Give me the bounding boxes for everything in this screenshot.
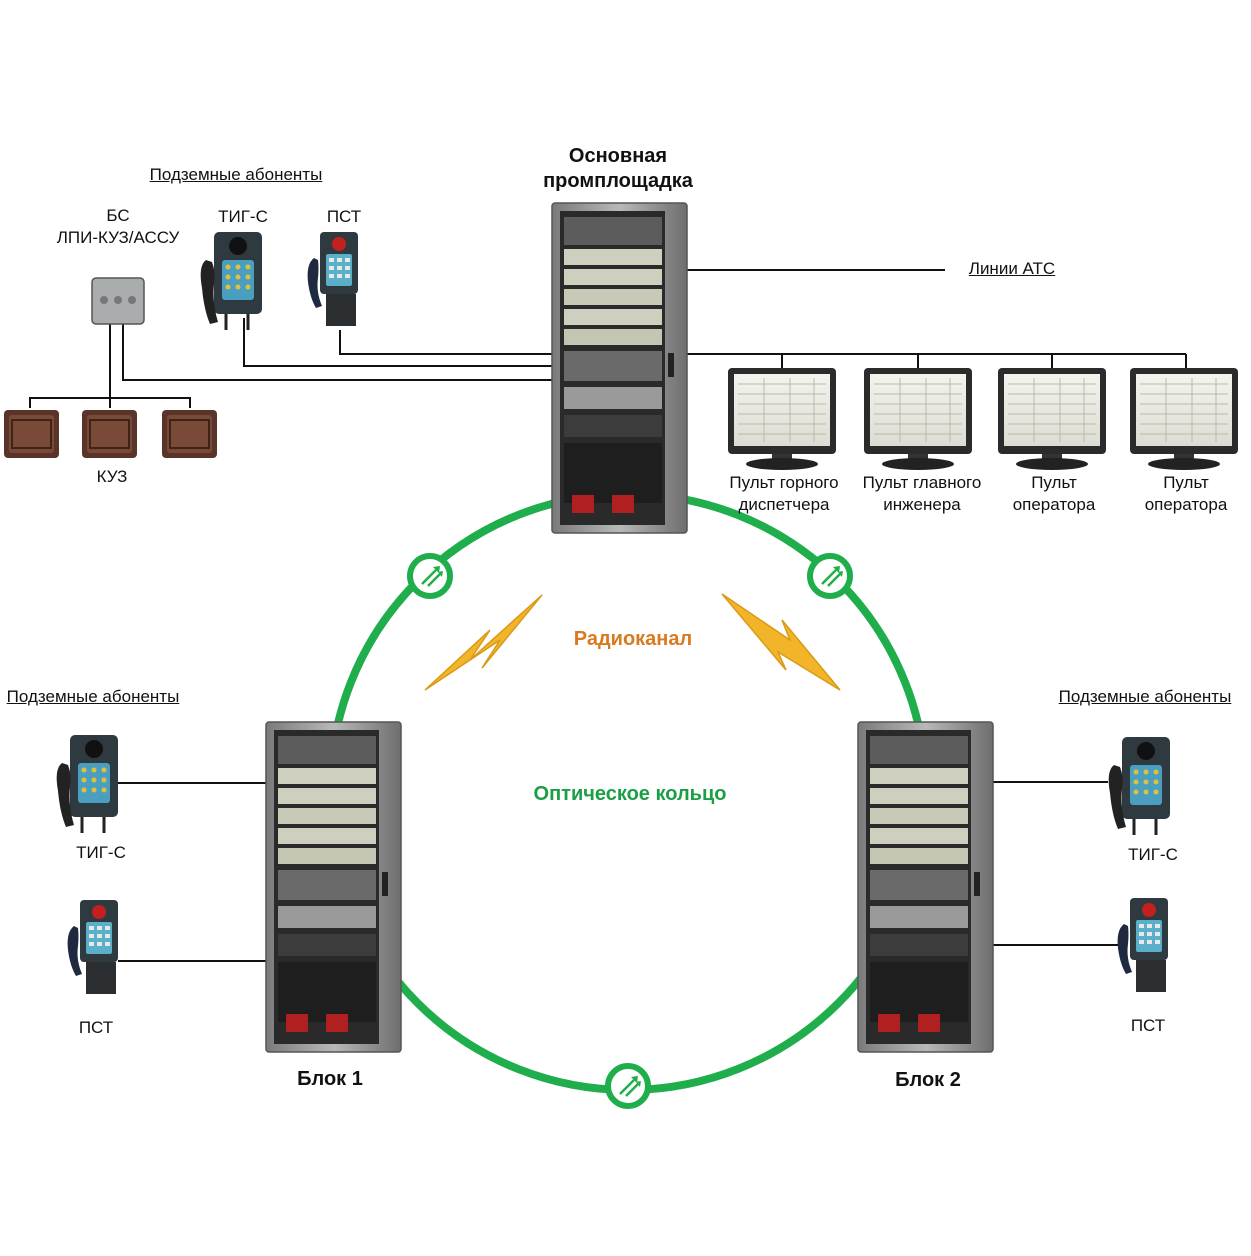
console-monitor-icon	[727, 367, 837, 471]
base-station-icon	[91, 277, 145, 325]
block1-rack-icon	[265, 721, 402, 1053]
connection-lines	[29, 269, 1187, 962]
top-left-header: Подземные абоненты	[149, 165, 323, 184]
tig-label-top: ТИГ-С	[218, 207, 268, 226]
kuz-box-icon	[3, 409, 60, 459]
atc-lines-label: Линии АТС	[968, 259, 1056, 278]
block2-label: Блок 2	[895, 1069, 961, 1091]
console-label-line2: инженера	[883, 495, 961, 514]
console-label-line2: оператора	[1012, 495, 1096, 514]
bs-label: БС ЛПИ-КУЗ/АССУ	[48, 205, 188, 249]
phone-pst-icon	[1117, 898, 1168, 992]
pst-label-right: ПСТ	[1130, 1016, 1166, 1035]
antenna-node-icon	[810, 556, 850, 596]
antenna-node-icon	[608, 1066, 648, 1106]
tig-label-right: ТИГ-С	[1128, 845, 1178, 864]
console-label-line2: диспетчера	[738, 495, 830, 514]
bs-label-line1: БС	[106, 206, 130, 225]
block2-rack-icon	[857, 721, 994, 1053]
right-group-header: Подземные абоненты	[1058, 687, 1232, 706]
tig-label-left: ТИГ-С	[76, 843, 126, 862]
main-title-line1: Основная	[568, 145, 668, 167]
phone-pst-icon	[67, 900, 118, 994]
radio-channel-label: Радиоканал	[573, 628, 693, 650]
main-title-line2: промплощадка	[543, 170, 693, 192]
kuz-label: КУЗ	[96, 467, 128, 486]
antenna-node-icon	[410, 556, 450, 596]
main-title: Основная промплощадка	[528, 144, 708, 194]
left-group-header: Подземные абоненты	[6, 687, 180, 706]
phone-tig-icon	[55, 733, 120, 835]
console-label-line1: Пульт	[1031, 473, 1077, 492]
console-label: Пульт главного инженера	[852, 472, 992, 516]
bs-label-line2: ЛПИ-КУЗ/АССУ	[56, 228, 180, 247]
console-label-line1: Пульт главного	[862, 473, 982, 492]
kuz-box-icon	[81, 409, 138, 459]
console-label: Пульт оператора	[996, 472, 1112, 516]
console-label: Пульт горного диспетчера	[716, 472, 852, 516]
kuz-box-icon	[161, 409, 218, 459]
console-label-line1: Пульт	[1163, 473, 1209, 492]
console-monitor-icon	[863, 367, 973, 471]
optical-ring-label: Оптическое кольцо	[533, 783, 727, 805]
phone-pst-icon	[307, 232, 358, 326]
console-label-line1: Пульт горного	[729, 473, 839, 492]
console-monitor-icon	[1129, 367, 1239, 471]
console-label: Пульт оператора	[1128, 472, 1244, 516]
pst-label-top: ПСТ	[326, 207, 362, 226]
console-label-line2: оператора	[1144, 495, 1228, 514]
pst-label-left: ПСТ	[78, 1018, 114, 1037]
console-monitor-icon	[997, 367, 1107, 471]
phone-tig-icon	[1107, 735, 1172, 837]
lightning-icon	[721, 593, 841, 691]
main-rack-icon	[551, 202, 688, 534]
lightning-icon	[424, 594, 543, 691]
phone-tig-icon	[199, 230, 264, 332]
block1-label: Блок 1	[297, 1068, 363, 1090]
